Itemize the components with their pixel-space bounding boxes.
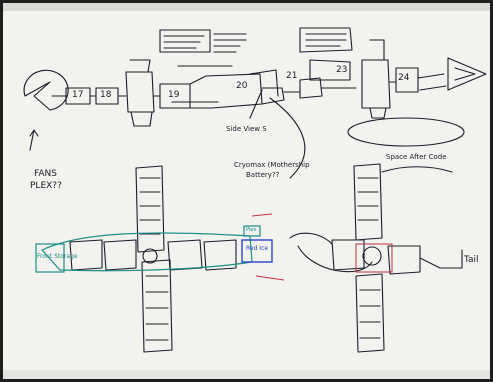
cryomax-note: Cryomax (Mothership [234,161,310,169]
blue-box-label: Red Ice [246,245,269,252]
box-label-18: 18 [100,90,112,100]
box-label-17: 17 [72,90,84,100]
pacman-head-sketch [23,69,69,111]
plex-note: PLEX?? [30,181,62,191]
blue-box [241,239,273,263]
box-label-20: 20 [236,81,248,91]
box-label-23: 23 [336,65,348,75]
arrow-tail-sketch [447,57,487,91]
battery-note: Battery?? [246,171,280,179]
teal-tag-label: Plex [246,227,257,233]
fans-note: FANS [34,169,57,179]
teal-box-label: Front Storage [37,253,78,260]
side-view-note: Side View S [226,125,267,133]
box-label-24: 24 [398,73,410,83]
space-after-code-note: Space After Code [386,153,447,161]
tail-note: Tail [464,255,479,265]
box-label-19: 19 [168,90,180,100]
box-label-21: 21 [286,71,298,81]
teal-box [35,243,65,273]
whiteboard-surface [3,3,490,379]
